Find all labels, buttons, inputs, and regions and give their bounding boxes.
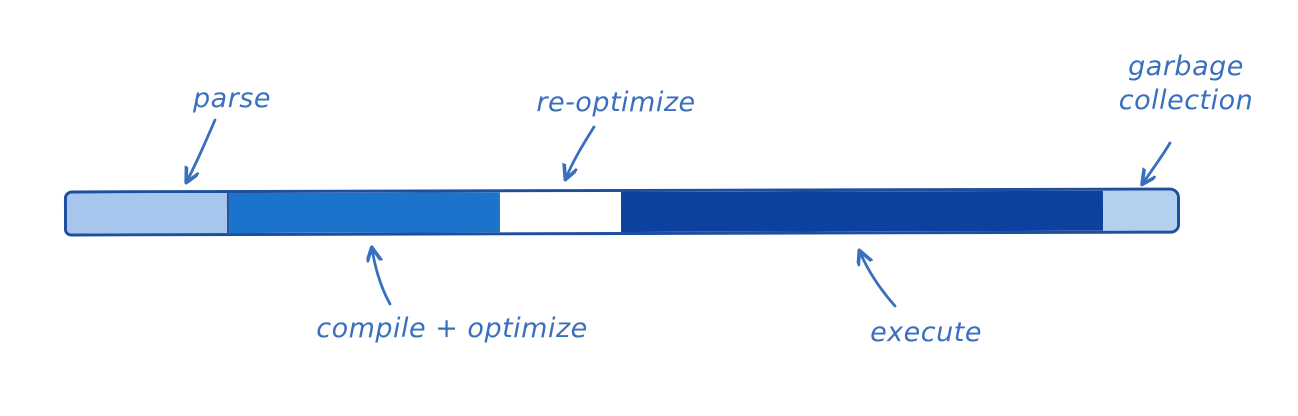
segment-execute xyxy=(620,190,1103,233)
garbage-collection-label: garbage collection xyxy=(1118,51,1254,116)
segment-re-optimize xyxy=(499,192,621,233)
compile-optimize-arrow xyxy=(372,249,392,306)
compile-optimize-label: compile + optimize xyxy=(316,313,588,344)
execute-label: execute xyxy=(870,317,982,348)
parse-label: parse xyxy=(193,83,271,114)
execute-arrow xyxy=(860,252,897,308)
segment-garbage-collection xyxy=(1102,190,1178,231)
garbage-collection-arrow xyxy=(1143,141,1172,183)
timeline-bar xyxy=(63,187,1181,237)
re-optimize-label: re-optimize xyxy=(536,87,696,118)
re-optimize-arrow xyxy=(566,125,596,178)
segment-compile-optimize xyxy=(228,192,500,234)
parse-arrow xyxy=(187,118,217,181)
segment-parse xyxy=(66,193,230,234)
